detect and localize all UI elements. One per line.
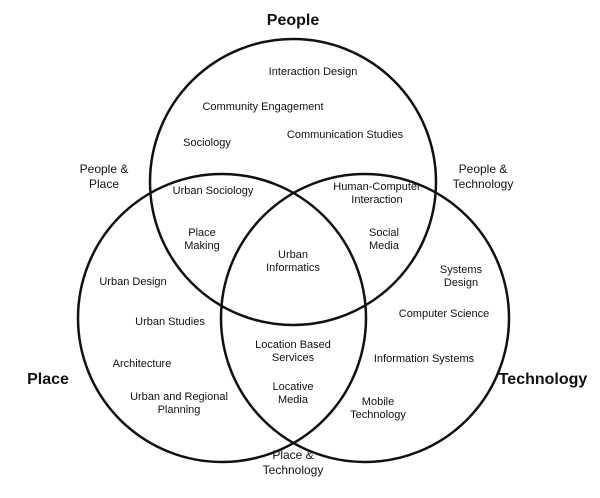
item-sociology: Sociology: [183, 137, 231, 149]
item-community-engagement: Community Engagement: [202, 101, 324, 113]
people-circle: [148, 37, 438, 327]
item-urban-design: Urban Design: [99, 276, 167, 288]
set-label-people: People: [266, 12, 320, 29]
place-circle: [76, 172, 368, 464]
set-label-place: Place: [27, 371, 69, 388]
label-people-place: People &Place: [79, 162, 129, 191]
item-communication-studies: Communication Studies: [286, 129, 404, 141]
item-computer-science: Computer Science: [398, 308, 490, 320]
item-urban-sociology: Urban Sociology: [172, 185, 254, 197]
label-people-technology: People &Technology: [452, 162, 514, 191]
item-architecture: Architecture: [112, 358, 172, 370]
item-interaction-design: Interaction Design: [268, 66, 358, 78]
label-place-technology: Place &Technology: [262, 448, 324, 477]
technology-circle: [219, 172, 511, 464]
item-urban-studies: Urban Studies: [135, 316, 205, 328]
set-label-technology: Technology: [498, 371, 588, 388]
item-information-systems: Information Systems: [373, 353, 475, 365]
